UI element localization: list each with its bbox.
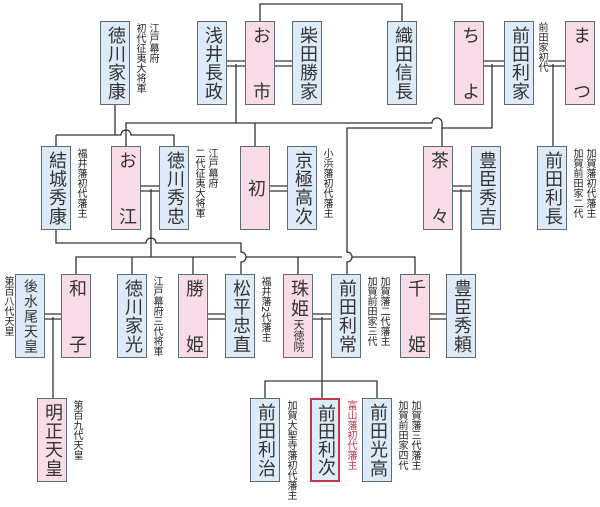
person-name: 京極高次 (292, 151, 313, 225)
person-note: 小浜藩初代藩主 (321, 148, 332, 218)
person-name: 徳川家康 (105, 26, 126, 100)
person-toyotomi-hideyoshi[interactable]: 豊臣秀吉 (471, 146, 501, 230)
person-note: 江戸幕府 二代征夷大将軍 (193, 148, 217, 218)
person-name: 結城秀康 (46, 151, 67, 225)
person-maeda-toshitsune[interactable]: 前田利常 (331, 274, 361, 358)
person-name: 浅井長政 (202, 26, 223, 100)
person-name: 前田利家 (509, 26, 530, 100)
person-note: 加賀藩三代藩主 加賀前田家四代 (396, 400, 420, 470)
person-shibata-katsuie[interactable]: 柴田勝家 (292, 21, 322, 105)
person-toyotomi-hideyori[interactable]: 豊臣秀頼 (446, 274, 476, 358)
person-note: 江戸幕府 初代征夷大将軍 (134, 23, 158, 93)
descent-line (125, 64, 443, 146)
person-note: 加賀大聖寺藩初代藩主 (285, 400, 296, 500)
descent-line (264, 317, 378, 398)
person-name: 千姫 (405, 279, 426, 353)
person-tokugawa-ieyasu[interactable]: 徳川家康 (100, 21, 130, 105)
descent-line (55, 230, 247, 274)
person-name: 織田信長 (392, 26, 413, 100)
person-name: 勝姫 (183, 279, 204, 353)
person-maeda-toshiharu[interactable]: 前田利治 (250, 398, 280, 482)
person-note: 第百八代天皇 (2, 276, 13, 336)
person-azai-nagamasa[interactable]: 浅井長政 (197, 21, 227, 105)
person-senhime[interactable]: 千姫 (400, 274, 430, 358)
person-name: 柴田勝家 (297, 26, 318, 100)
person-name: 初 (245, 179, 266, 197)
person-note: 江戸幕府三代将軍 (151, 276, 162, 356)
person-chiyo[interactable]: ちよ (454, 21, 484, 105)
person-name: ちよ (459, 26, 480, 100)
marriage-line (484, 60, 504, 67)
person-matsu[interactable]: まつ (565, 21, 595, 105)
person-name: 珠姫 (288, 279, 309, 317)
person-hatsu[interactable]: 初 (240, 146, 270, 230)
person-alias: 天徳院 (292, 319, 305, 352)
person-maeda-toshiie[interactable]: 前田利家 (504, 21, 534, 105)
person-name: 和子 (66, 279, 87, 353)
person-maeda-toshitsugu[interactable]: 前田利次 (310, 398, 340, 482)
person-note: 福井藩2代藩主 (259, 276, 270, 343)
person-masako[interactable]: 和子 (61, 274, 91, 358)
person-name: お江 (116, 151, 137, 225)
person-note: 第百九代天皇 (71, 400, 82, 460)
person-name: 茶々 (428, 151, 449, 225)
person-go[interactable]: お江 (111, 146, 141, 230)
person-name: 後水尾天皇 (22, 279, 38, 353)
person-gomizunoo[interactable]: 後水尾天皇 (15, 274, 45, 358)
person-maeda-mitsutaka[interactable]: 前田光高 (362, 398, 392, 482)
marriage-line (275, 60, 292, 67)
person-oda-nobunaga[interactable]: 織田信長 (387, 21, 417, 105)
marriage-line (430, 313, 446, 320)
marriage-line (548, 60, 565, 67)
sibling-line (259, 3, 403, 21)
person-name: 徳川秀忠 (164, 151, 185, 225)
person-note: 加賀藩二代藩主 加賀前田家三代 (365, 276, 389, 346)
person-maeda-toshinaga[interactable]: 前田利長 (537, 146, 567, 230)
person-name: 前田光高 (367, 403, 388, 477)
person-name: 豊臣秀吉 (476, 151, 497, 225)
person-meisho[interactable]: 明正天皇 (37, 398, 67, 482)
person-name: 明正天皇 (42, 403, 63, 477)
person-kyogoku-takatsugu[interactable]: 京極高次 (287, 146, 317, 230)
person-name: まつ (570, 26, 591, 100)
marriage-line (141, 185, 159, 192)
person-chacha[interactable]: 茶々 (423, 146, 453, 230)
person-name: お市 (250, 26, 271, 100)
marriage-line (270, 185, 287, 192)
person-name: 前田利長 (542, 151, 563, 225)
person-note: 福井藩初代藩主 (75, 148, 86, 218)
person-tamahime[interactable]: 珠姫天徳院 (283, 274, 313, 358)
person-name: 前田利次 (315, 404, 336, 476)
marriage-line (208, 313, 225, 320)
descent-line (75, 189, 416, 274)
person-yuki-hideyasu[interactable]: 結城秀康 (41, 146, 71, 230)
person-name: 前田利治 (255, 403, 276, 477)
person-name: 豊臣秀頼 (451, 279, 472, 353)
person-note-highlight: 富山藩初代藩主 (345, 400, 356, 470)
person-oichi[interactable]: お市 (245, 21, 275, 105)
person-name: 松平忠直 (230, 279, 251, 353)
person-note: 加賀藩初代藩主 加賀前田家二代 (571, 148, 595, 218)
descent-line (55, 105, 175, 146)
person-name: 前田利常 (336, 279, 357, 353)
person-name: 徳川家光 (122, 279, 143, 353)
person-katsuhime[interactable]: 勝姫 (178, 274, 208, 358)
person-matsudaira-tadanao[interactable]: 松平忠直 (225, 274, 255, 358)
marriage-line (453, 185, 471, 192)
descent-line (346, 64, 493, 274)
person-tokugawa-iemitsu[interactable]: 徳川家光 (117, 274, 147, 358)
person-note: 前田家初代 (536, 22, 547, 72)
person-tokugawa-hidetada[interactable]: 徳川秀忠 (159, 146, 189, 230)
